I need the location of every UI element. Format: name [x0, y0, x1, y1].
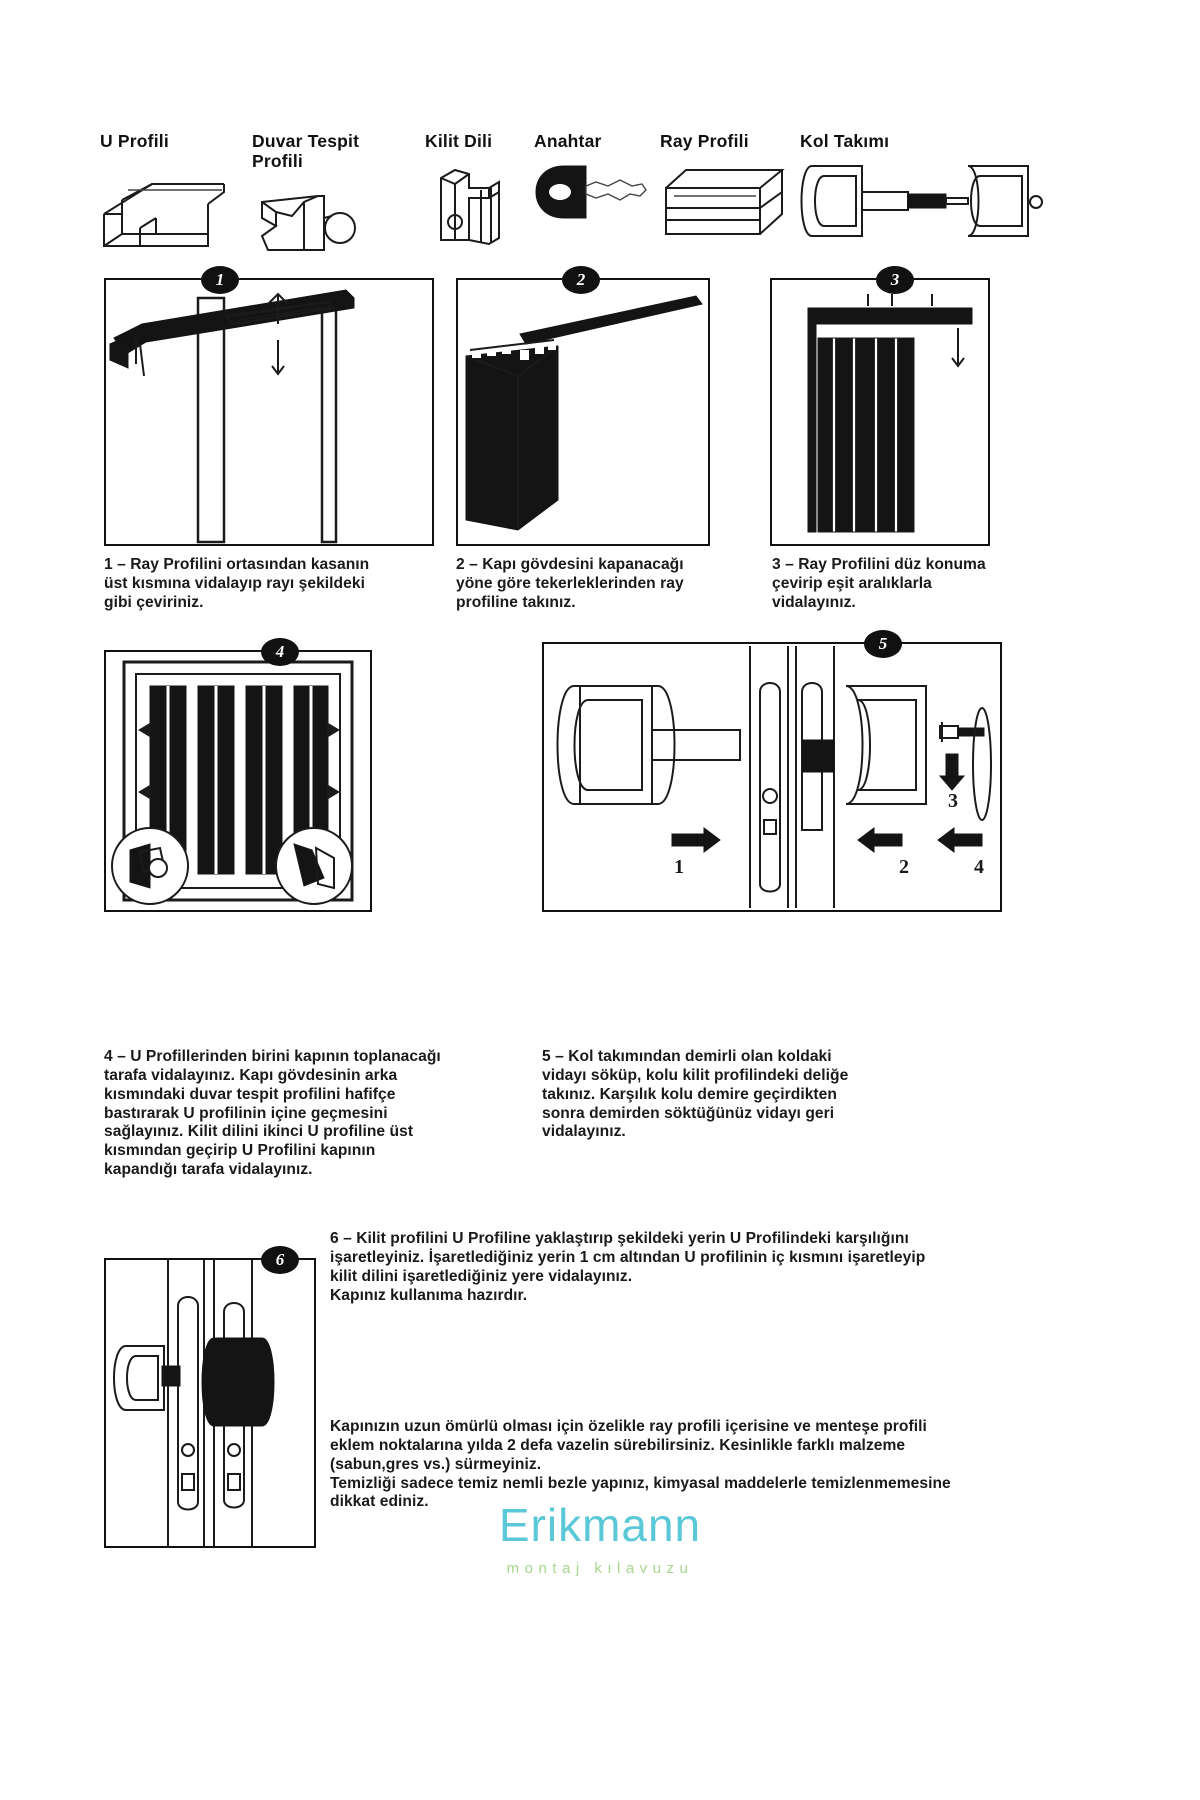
- part-kol-takimi: Kol Takımı: [800, 131, 1110, 237]
- step-5-figure: 5 1 2 3 4: [542, 630, 1002, 912]
- step-5-callout-2: 2: [899, 856, 909, 878]
- step-3-badge: 3: [876, 266, 914, 294]
- part-duvar-tespit-profili: Duvar Tespit Profili: [252, 131, 412, 251]
- step-4-figure: 4: [104, 638, 372, 912]
- part-label: Ray Profili: [660, 131, 749, 151]
- maintenance-note: Kapınızın uzun ömürlü olması için özelik…: [330, 1418, 951, 1511]
- step-6-badge: 6: [261, 1246, 299, 1274]
- step-1-badge: 1: [201, 266, 239, 294]
- parts-legend: U Profili Duva: [100, 131, 1110, 262]
- step-5-callout-1: 1: [674, 856, 684, 878]
- brand-wordmark: Erikmann: [498, 1499, 702, 1551]
- u-profile-icon: [100, 170, 230, 255]
- part-ray-profili: Ray Profili: [660, 131, 810, 235]
- part-label: Duvar Tespit Profili: [252, 131, 360, 171]
- step-5-callout-4: 4: [974, 856, 984, 878]
- part-u-profili: U Profili: [100, 131, 250, 247]
- lock-tongue-icon: [425, 164, 520, 249]
- part-anahtar: Anahtar: [534, 131, 664, 219]
- step-3-caption: 3 – Ray Profilini düz konuma çevirip eşi…: [772, 556, 986, 611]
- step-5-callout-3: 3: [948, 790, 958, 812]
- step-4-caption: 4 – U Profillerinden birini kapının topl…: [104, 1048, 441, 1179]
- wall-mount-profile-icon: [252, 188, 372, 258]
- step-5-badge: 5: [864, 630, 902, 658]
- rail-profile-icon: [660, 162, 790, 242]
- step-1-figure: 1: [104, 266, 434, 546]
- step-6-caption: 6 – Kilit profilini U Profiline yaklaştı…: [330, 1230, 926, 1304]
- step-1-caption: 1 – Ray Profilini ortasından kasanın üst…: [104, 556, 370, 611]
- part-label: Kilit Dili: [425, 131, 493, 151]
- part-label: Anahtar: [534, 131, 602, 151]
- step-6-figure: 6: [104, 1246, 316, 1548]
- key-icon: [534, 160, 654, 230]
- part-kilit-dili: Kilit Dili: [425, 131, 545, 246]
- step-3-figure: 3: [770, 266, 990, 546]
- step-2-figure: 2: [456, 266, 710, 546]
- handle-set-icon: [800, 158, 1045, 248]
- step-4-badge: 4: [261, 638, 299, 666]
- part-label: Kol Takımı: [800, 131, 890, 151]
- step-2-badge: 2: [562, 266, 600, 294]
- brand-tagline: montaj kılavuzu: [506, 1560, 694, 1577]
- part-label: U Profili: [100, 131, 169, 151]
- step-5-caption: 5 – Kol takımından demirli olan koldaki …: [542, 1048, 849, 1141]
- step-2-caption: 2 – Kapı gövdesini kapanacağı yöne göre …: [456, 556, 684, 611]
